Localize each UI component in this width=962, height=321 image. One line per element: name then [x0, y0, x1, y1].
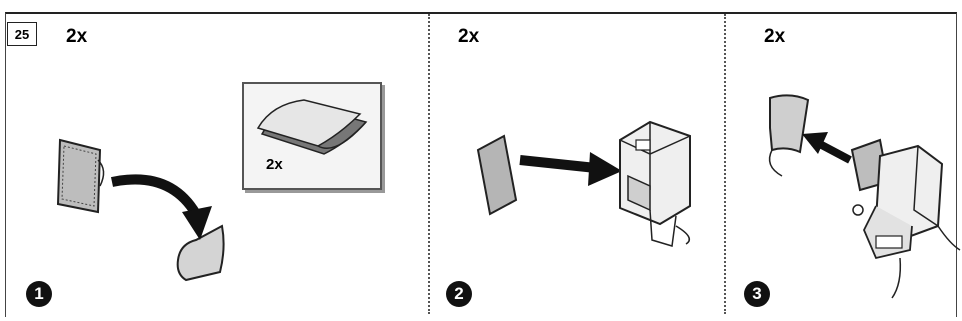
step-badge-3: 3 [744, 281, 770, 307]
panel-1-quantity: 2x [66, 26, 88, 47]
panel-divider [724, 14, 726, 314]
step-number-box: 25 [7, 22, 37, 46]
instruction-frame [5, 12, 957, 317]
filter-pad [476, 134, 518, 216]
detail-inset: 2x [242, 82, 382, 190]
pads-stack-illustration [256, 99, 368, 155]
panel-3-quantity: 2x [764, 26, 786, 47]
curved-arrow [110, 174, 201, 217]
inset-quantity: 2x [266, 156, 283, 173]
insert-arrow [519, 155, 597, 173]
filter-pad [56, 138, 102, 214]
panel-divider [428, 14, 430, 314]
peeled-backing [176, 224, 225, 282]
panel-2-quantity: 2x [458, 26, 480, 47]
step-badge-2: 2 [446, 281, 472, 307]
step-badge-1: 1 [26, 281, 52, 307]
removed-filter [769, 94, 810, 154]
